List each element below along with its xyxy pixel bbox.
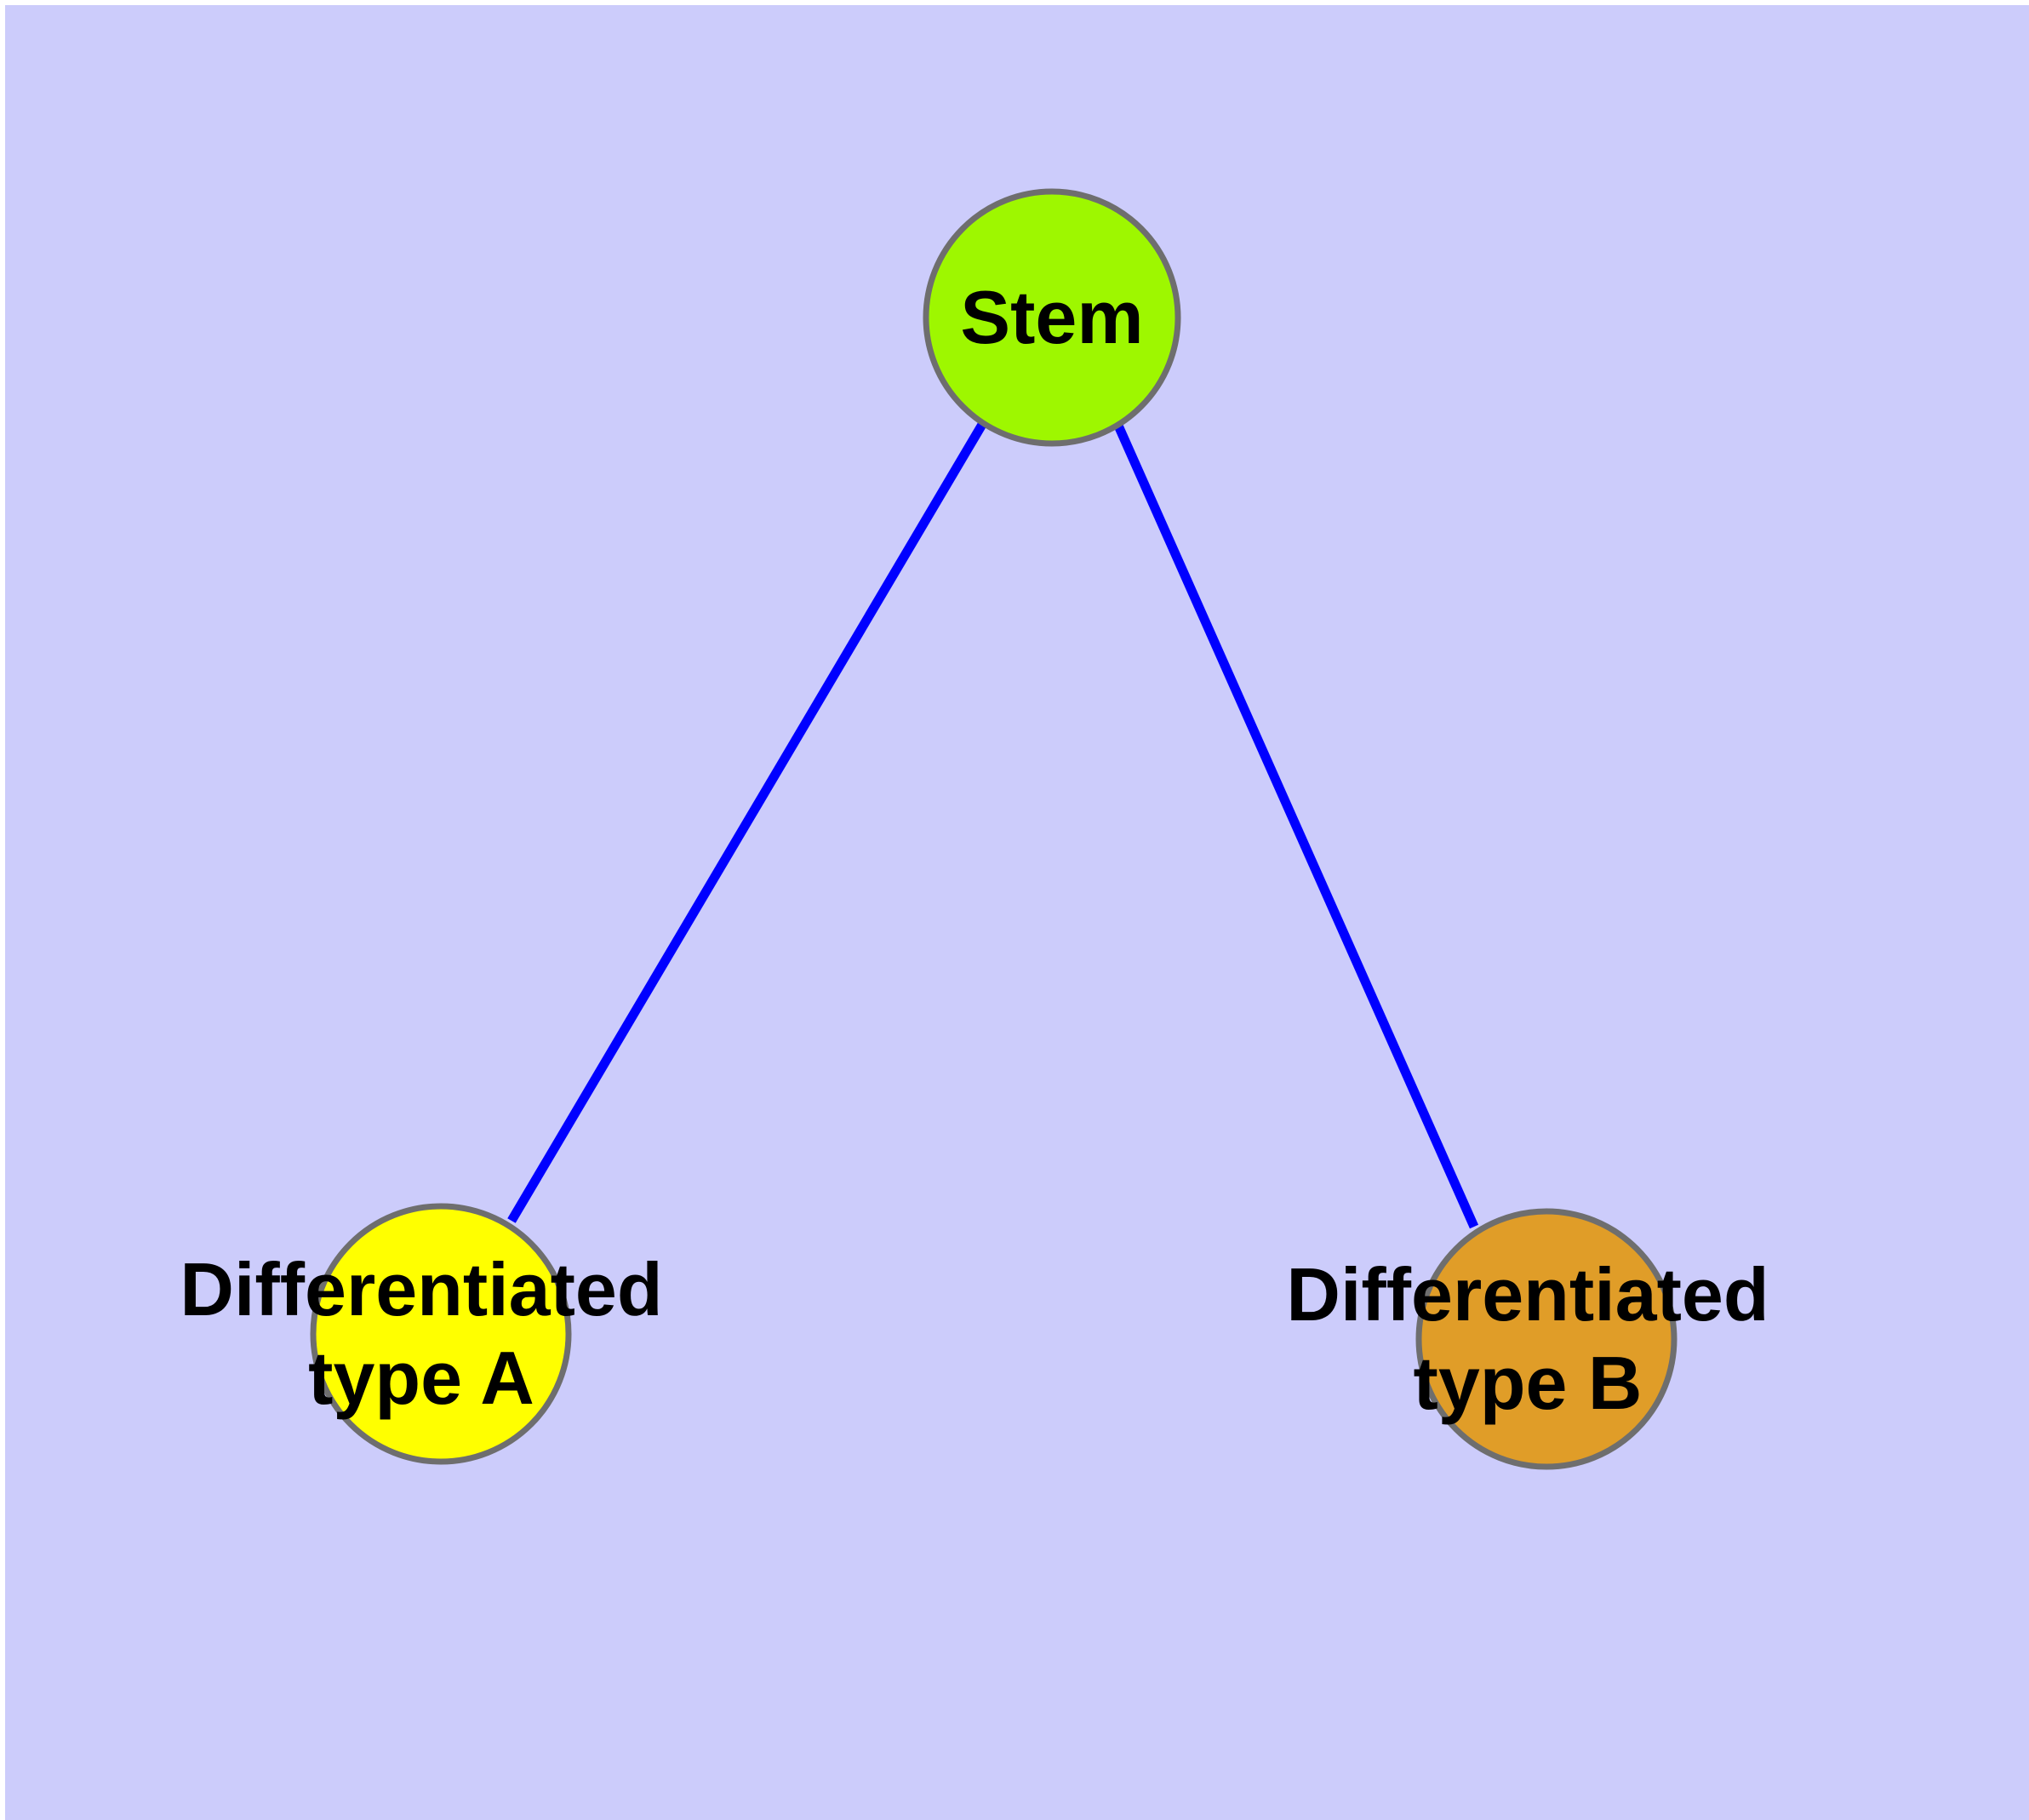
node-stem-circle[interactable]: [923, 188, 1181, 447]
node-label-line: type B: [1414, 1341, 1643, 1425]
node-label-line: Stem: [960, 275, 1143, 359]
node-stem[interactable]: [923, 188, 1181, 447]
node-differentiated-type-a-circle[interactable]: [310, 1203, 572, 1465]
node-label-line: Differentiated: [180, 1247, 662, 1331]
node-stem-label: Stem: [960, 275, 1143, 359]
node-label-line: Differentiated: [1286, 1252, 1769, 1336]
nodes-layer: [310, 188, 1677, 1470]
node-differentiated-type-b-circle[interactable]: [1415, 1208, 1677, 1470]
edges-layer: [507, 421, 1479, 1229]
edge-stem-to-differentiated-type-a[interactable]: [507, 421, 987, 1223]
edge-stem-to-differentiated-type-b[interactable]: [1113, 423, 1479, 1229]
node-differentiated-type-a[interactable]: [310, 1203, 572, 1465]
node-label-line: type A: [308, 1336, 534, 1420]
node-differentiated-type-b[interactable]: [1415, 1208, 1677, 1470]
